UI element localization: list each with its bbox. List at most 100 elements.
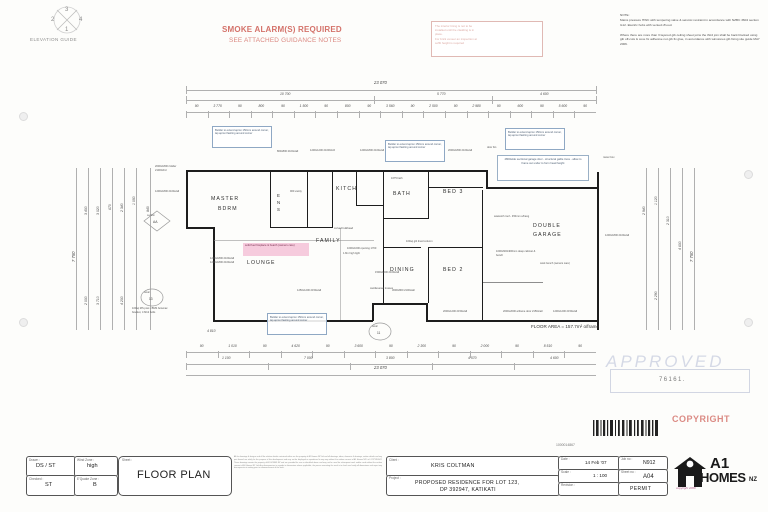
wall-top	[186, 170, 486, 172]
meter-box-label: meter box	[603, 156, 615, 159]
fireplace-note-highlight	[243, 243, 309, 256]
dim-tick	[268, 363, 269, 370]
note-block-title: NOTE:	[620, 13, 630, 17]
dim-tick	[337, 111, 339, 118]
bottom-minor-dim: 8 510	[543, 344, 553, 348]
note-block: NOTE: Mains pressure HWC with tempering …	[620, 13, 762, 47]
robe-detail-note: 2000x1800 r/slider 2100Gh/d	[155, 165, 177, 172]
barcode	[593, 420, 658, 436]
dim-tick	[280, 351, 282, 358]
right-dim-3: 1 120	[654, 196, 658, 206]
punch-hole	[19, 112, 28, 121]
garage-door-note-box: 4800wide sectional garage door - structu…	[497, 155, 589, 181]
dim-tick	[293, 111, 295, 118]
dim-tick	[272, 111, 274, 118]
date-label: Date :	[561, 457, 570, 461]
logo-homes: HOMES	[700, 470, 746, 485]
dim-tick	[466, 111, 468, 118]
top-major-dim-line	[186, 100, 596, 101]
bottom-minor-dim: 90	[578, 344, 582, 348]
top-minor-dim: 90	[540, 104, 544, 108]
cladding-note-line-5: soffit height is required	[435, 40, 465, 45]
dim-tick	[350, 363, 351, 370]
client-value: KRIS COLTMAN	[431, 463, 475, 469]
wall	[372, 303, 427, 305]
dim-tick	[375, 351, 377, 358]
right-dim-5: 2 290	[654, 291, 658, 301]
cladding-note-line-3: place.	[435, 32, 443, 37]
revision-cell: Revision :	[558, 482, 620, 496]
left-dim-line-7	[150, 168, 151, 330]
drawn-by-value: DS / ST	[36, 463, 56, 469]
detail-bubble-11-label: detail	[372, 325, 378, 328]
top-major-dim-2: 5 770	[437, 92, 446, 96]
right-dim-line-2	[682, 168, 683, 330]
wall-internal	[356, 170, 358, 206]
wind-zone-label: Wind Zone :	[77, 457, 95, 462]
drawn-by-label: Drawn :	[29, 457, 40, 462]
dim-tick	[249, 351, 251, 358]
wall-left-lower	[213, 227, 215, 322]
dim-tick	[552, 111, 554, 118]
dim-tick	[596, 86, 597, 94]
elevation-guide-top: 3	[65, 7, 69, 13]
window-tag: 1200x1800 2100o/all	[605, 234, 630, 237]
room-label-family: FAMILY	[316, 238, 341, 244]
apron-note-right: Builder to extend apron 150mm around cor…	[508, 130, 562, 138]
dim-tick	[406, 351, 408, 358]
bottom-minor-dim: 90	[452, 344, 456, 348]
top-major-dim-1: 10 700	[280, 92, 291, 96]
top-minor-dim: 1 500	[299, 104, 309, 108]
overall-right-dim: 7 750	[689, 251, 694, 262]
dim-tick	[438, 351, 440, 358]
equake-zone-label: E'Quake Zone :	[77, 476, 100, 481]
checked-by-label: Checked :	[29, 476, 44, 481]
section-bubble-value: AA	[153, 220, 158, 224]
window-tag: 1200x1200 2150o/all	[553, 310, 578, 313]
dim-tick	[186, 86, 187, 94]
left-dim-9: 4 200	[120, 296, 124, 306]
overall-top-dim-line	[186, 90, 596, 91]
apron-note-mid: Builder to extend apron 150mm around cor…	[388, 142, 442, 150]
cladding-note-box: The interior lining is not to be install…	[431, 21, 543, 57]
bottom-minor-dim: 2 000	[480, 344, 490, 348]
window-tag: 2000x2000 a/frame door 2150o/all	[503, 310, 543, 313]
left-dim-1: 3 400	[84, 206, 88, 216]
window-tag: 1200x1800 2100o/all	[210, 261, 235, 264]
left-dim-line-5	[124, 168, 125, 330]
room-label-ens-2: N	[277, 200, 281, 205]
left-dim-line-3	[100, 168, 101, 330]
scale-value: 1 : 100	[593, 473, 608, 478]
dim-tick	[217, 351, 219, 358]
overall-right-dim-line	[694, 168, 695, 330]
right-dim-2: 2 310	[666, 216, 670, 226]
detail-bubble-11-value: 11	[377, 331, 381, 335]
bottom-minor-dim: 90	[515, 344, 519, 348]
top-minor-dim: 90	[194, 104, 199, 108]
top-minor-dim: 90	[496, 104, 501, 108]
approval-stamp-number: 76161.	[659, 377, 686, 383]
right-dim-line-3	[670, 168, 671, 330]
left-dim-8: 3 710	[96, 296, 100, 306]
room-label-garage-1: DOUBLE	[533, 223, 561, 229]
overall-top-dim: 23 070	[374, 80, 387, 85]
dim-tick	[444, 111, 446, 118]
dim-tick	[469, 351, 471, 358]
window-tag: 3000x800 2100o/all	[392, 289, 415, 292]
apron-note-bottom: Builder to extend apron 150mm around cor…	[270, 315, 324, 323]
room-label-kitch: KITCH	[336, 186, 358, 192]
wall-internal	[428, 247, 483, 249]
bottom-major-dim: 4 570	[468, 356, 477, 360]
overall-left-dim-line	[76, 168, 77, 330]
checked-by-cell: Checked : ST	[26, 475, 76, 496]
dim-tick	[315, 111, 317, 118]
date-value: 14 Feb '07	[585, 460, 607, 465]
bottom-minor-dim-line	[186, 352, 596, 353]
door-bin-label: door bin	[487, 146, 497, 149]
client-label: Client :	[389, 457, 399, 462]
detail-bubble-13	[140, 288, 164, 307]
dim-tick	[492, 96, 493, 104]
dim-tick	[343, 351, 345, 358]
dim-tick	[207, 111, 209, 118]
